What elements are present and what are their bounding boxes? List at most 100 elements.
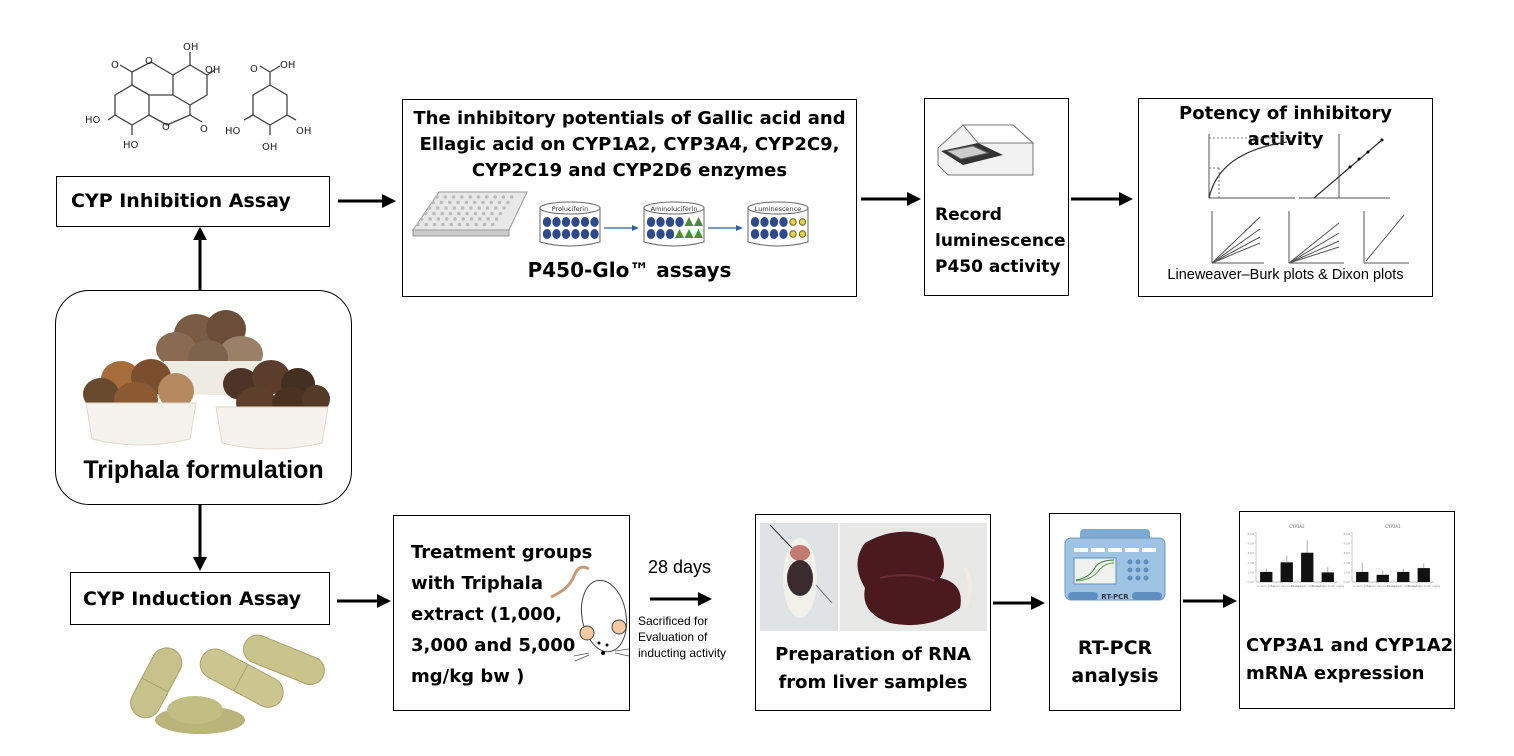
potentials-title-line: The inhibitory potentials of Gallic acid… bbox=[413, 108, 846, 129]
bar bbox=[1301, 552, 1314, 582]
y-tick-label: 2.00 bbox=[1343, 561, 1350, 565]
triphala-formulation-label: Triphala formulation bbox=[83, 456, 324, 484]
proluciferin-well bbox=[590, 229, 599, 239]
aminoluciferin-triangle bbox=[684, 229, 694, 238]
proluciferin-well bbox=[656, 229, 665, 239]
duration-label: 28 days bbox=[648, 557, 712, 577]
proluciferin-well bbox=[760, 229, 769, 239]
assay-step-label: Proluciferin bbox=[552, 205, 589, 213]
assay-step-proluciferin: Proluciferin bbox=[539, 201, 601, 247]
bar bbox=[1356, 571, 1369, 582]
o-atom: O bbox=[200, 124, 208, 135]
proluciferin-well bbox=[646, 217, 656, 227]
proluciferin-well bbox=[779, 229, 788, 239]
rna-line: from liver samples bbox=[778, 672, 968, 693]
proluciferin-well bbox=[571, 217, 580, 227]
arrow-right bbox=[650, 592, 712, 606]
x-tick-label: Control group bbox=[1257, 584, 1275, 588]
rna-line: Preparation of RNA bbox=[775, 644, 971, 665]
assay-step-luminescence: Luminescence bbox=[747, 201, 809, 247]
treatment-line: extract (1,000, bbox=[411, 604, 562, 625]
liver-photo bbox=[840, 523, 987, 631]
arrow-right bbox=[337, 594, 391, 608]
luminometer-icon bbox=[937, 124, 1035, 176]
potency-title: Potency of inhibitory activity bbox=[1179, 103, 1392, 150]
lineweaver-burk-plot bbox=[1299, 134, 1390, 199]
aminoluciferin-triangle bbox=[684, 217, 694, 226]
proluciferin-well bbox=[656, 217, 665, 227]
arrow-right bbox=[1183, 594, 1237, 608]
proluciferin-well bbox=[590, 217, 599, 227]
dixon-plots bbox=[1211, 211, 1409, 264]
potentials-title-line: CYP2C19 and CYP2D6 enzymes bbox=[471, 160, 788, 181]
oh-group: OH bbox=[280, 60, 295, 71]
x-tick-label: Treated rats 1,000 mg/kg bbox=[1366, 584, 1399, 588]
herbal-capsules-image bbox=[130, 634, 325, 734]
potentials-title-line: Ellagic acid on CYP1A2, CYP3A4, CYP2C9, bbox=[419, 134, 840, 155]
y-tick-label: 0.00 bbox=[1247, 580, 1254, 584]
chart-title: CYP1A2 bbox=[1289, 524, 1305, 529]
bar bbox=[1417, 568, 1430, 582]
arrow-down-to-induction bbox=[193, 505, 207, 571]
chart-title: CYP3A1 bbox=[1385, 524, 1401, 529]
aminoluciferin-triangle bbox=[675, 229, 684, 238]
y-tick-label: 0.00 bbox=[1343, 580, 1350, 584]
gallic-acid-structure: O OH HO OH OH bbox=[222, 10, 332, 160]
record-luminescence-box: Record luminescence P450 activity bbox=[924, 98, 1069, 296]
proluciferin-well bbox=[580, 217, 590, 227]
proluciferin-well bbox=[779, 217, 788, 227]
bar bbox=[1397, 571, 1410, 582]
treatment-line: mg/kg bw ) bbox=[411, 666, 525, 687]
proluciferin-well bbox=[552, 229, 561, 239]
aminoluciferin-triangle bbox=[694, 229, 703, 238]
oh-group: OH bbox=[183, 42, 198, 53]
cyp-induction-assay-label: CYP Induction Assay bbox=[83, 588, 301, 610]
y-tick-label: 2.00 bbox=[1247, 561, 1254, 565]
aminoluciferin-triangle bbox=[694, 217, 703, 226]
proluciferin-well bbox=[750, 229, 760, 239]
y-tick-label: 1.00 bbox=[1247, 570, 1254, 574]
luminescence-star bbox=[789, 218, 797, 226]
x-tick-label: Treated rats 5,000 mg/kg bbox=[1311, 584, 1344, 588]
rat-icon bbox=[550, 565, 629, 662]
proluciferin-well bbox=[552, 217, 561, 227]
inhibitory-potentials-box: The inhibitory potentials of Gallic acid… bbox=[402, 99, 857, 297]
flow-arrow bbox=[708, 225, 743, 231]
x-tick-label: Control group bbox=[1353, 584, 1371, 588]
y-tick-label: 3.00 bbox=[1247, 551, 1254, 555]
treatment-line: 3,000 and 5,000 bbox=[411, 635, 576, 656]
bar bbox=[1280, 562, 1293, 582]
assay-step-label: Luminescence bbox=[755, 205, 802, 213]
bar bbox=[1260, 571, 1273, 582]
flow-arrow bbox=[604, 225, 639, 231]
microplate-icon bbox=[412, 191, 528, 237]
bar bbox=[1376, 574, 1389, 582]
rt-pcr-device-icon: RT-PCR bbox=[1064, 529, 1166, 601]
sacrifice-line: Evaluation of bbox=[638, 630, 708, 644]
michaelis-menten-plot bbox=[1208, 134, 1295, 199]
x-tick-label: Treated rats 3,000 mg/kg bbox=[1387, 584, 1420, 588]
luminescence-star bbox=[789, 230, 797, 238]
p450-glo-assays-label: P450-Glo™ assays bbox=[527, 258, 732, 282]
y-tick-label: 4.00 bbox=[1343, 542, 1350, 546]
triphala-fruit-bowls-image bbox=[83, 310, 330, 450]
proluciferin-well bbox=[561, 217, 571, 227]
y-tick-label: 3.00 bbox=[1343, 551, 1350, 555]
treatment-groups-box: Treatment groups with Triphala extract (… bbox=[393, 515, 630, 711]
proluciferin-well bbox=[561, 229, 571, 239]
ho-group: HO bbox=[85, 115, 101, 126]
potency-caption: Lineweaver–Burk plots & Dixon plots bbox=[1167, 267, 1404, 283]
treatment-line: with Triphala bbox=[411, 573, 543, 594]
arrow-up-to-inhibition bbox=[193, 227, 207, 292]
arrow-right bbox=[993, 596, 1045, 610]
x-tick-label: Treated rats 3,000 mg/kg bbox=[1291, 584, 1324, 588]
proluciferin-well bbox=[665, 229, 675, 239]
proluciferin-well bbox=[665, 217, 675, 227]
dissected-rat-photo bbox=[760, 523, 838, 631]
y-tick-label: 5.00 bbox=[1247, 532, 1254, 536]
sacrifice-line: Sacrificed for bbox=[638, 614, 709, 628]
cyp-induction-assay-box: CYP Induction Assay bbox=[70, 572, 330, 625]
record-line: P450 activity bbox=[935, 257, 1061, 277]
proluciferin-well bbox=[571, 229, 580, 239]
